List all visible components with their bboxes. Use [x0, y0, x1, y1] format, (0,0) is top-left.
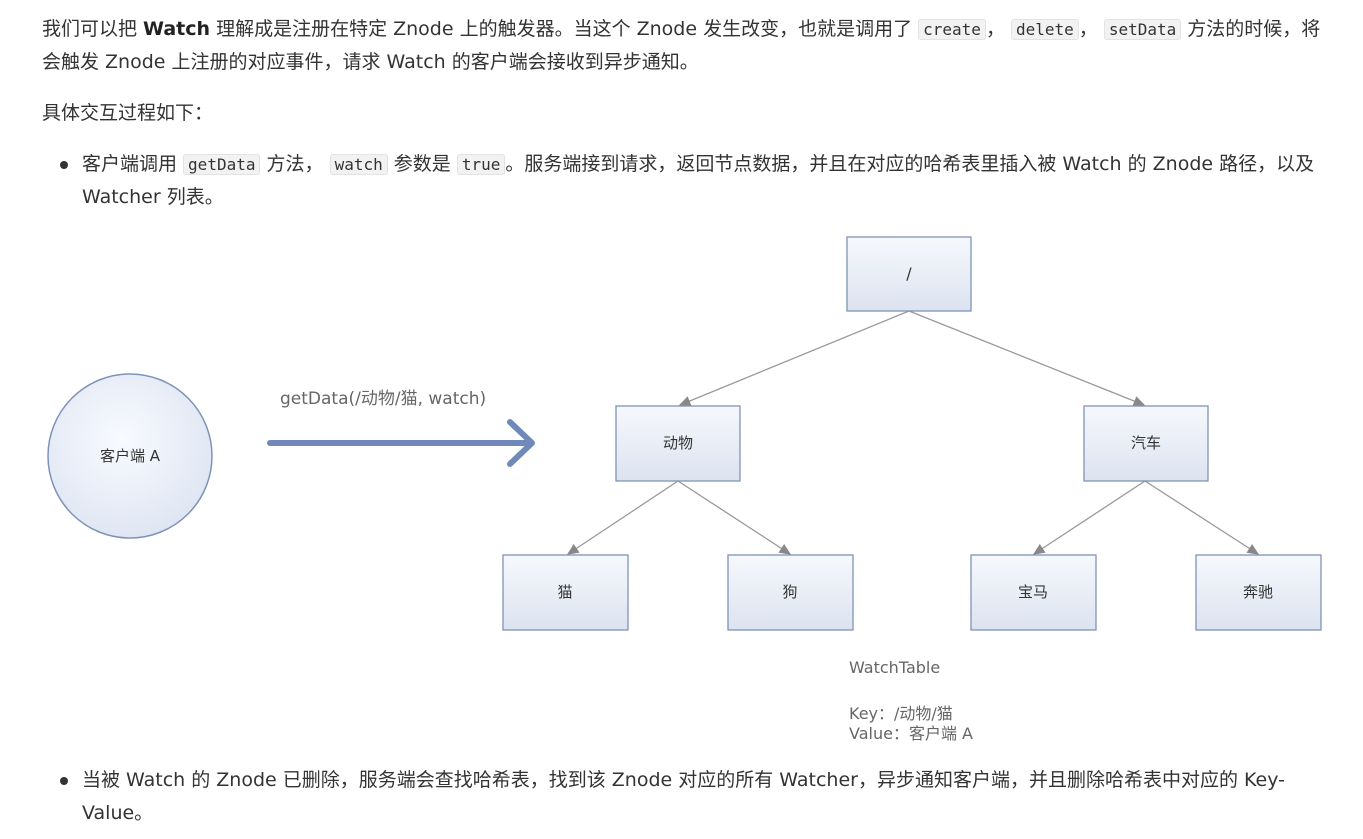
node-dog-label: 狗 — [782, 583, 797, 601]
node-benz-label: 奔驰 — [1243, 583, 1273, 601]
code-setdata: setData — [1103, 19, 1182, 40]
arrow-label: getData(/动物/猫, watch) — [280, 389, 486, 409]
separator: ， — [1078, 18, 1104, 40]
code-create: create — [918, 19, 986, 40]
client-label: 客户端 A — [100, 447, 161, 465]
watch-table-key: Key：/动物/猫 — [849, 704, 953, 723]
bullet-dot — [60, 777, 68, 785]
code-true: true — [456, 154, 506, 175]
bullet2-text: 当被 Watch 的 Znode 已删除，服务端会查找哈希表，找到该 Znode… — [82, 769, 1285, 824]
node-animal: 动物 — [615, 405, 741, 482]
node-dog: 狗 — [727, 554, 854, 631]
node-bmw-label: 宝马 — [1018, 583, 1048, 601]
bullet-list-1: 客户端调用 getData 方法， watch 参数是 true。服务端接到请求… — [42, 148, 1332, 214]
list-item: 当被 Watch 的 Znode 已删除，服务端会查找哈希表，找到该 Znode… — [42, 764, 1332, 830]
process-heading: 具体交互过程如下： — [42, 102, 214, 124]
node-root-label: / — [906, 264, 912, 283]
node-root: / — [846, 236, 972, 312]
intro-paragraph: 我们可以把 Watch 理解成是注册在特定 Znode 上的触发器。当这个 Zn… — [42, 13, 1332, 79]
request-arrow: getData(/动物/猫, watch) — [267, 389, 535, 467]
node-car: 汽车 — [1083, 405, 1209, 482]
node-animal-label: 动物 — [663, 434, 693, 452]
intro-text-3: 方法的时候，将会触发 Znode 上注册的对应事件，请求 Watch 的客户端会… — [42, 18, 1321, 73]
code-watch: watch — [329, 154, 388, 175]
intro-text-1: 我们可以把 — [42, 18, 144, 40]
watch-table-value: Value：客户端 A — [849, 724, 973, 743]
list-item: 客户端调用 getData 方法， watch 参数是 true。服务端接到请求… — [42, 148, 1332, 214]
separator: ， — [985, 18, 1011, 40]
node-cat: 猫 — [502, 554, 629, 631]
code-delete: delete — [1010, 19, 1079, 40]
bullet1-text-2: 方法， — [260, 153, 330, 175]
node-car-label: 汽车 — [1131, 434, 1161, 452]
tree-edges — [566, 310, 1260, 555]
bullet1-text-3: 参数是 — [387, 153, 457, 175]
intro-text-2: 理解成是注册在特定 Znode 上的触发器。当这个 Znode 发生改变，也就是… — [210, 18, 919, 40]
watch-table: WatchTable Key：/动物/猫 Value：客户端 A — [849, 658, 973, 743]
watch-table-title: WatchTable — [849, 658, 940, 677]
client-node: 客户端 A — [47, 373, 213, 539]
bullet-list-2: 当被 Watch 的 Znode 已删除，服务端会查找哈希表，找到该 Znode… — [42, 764, 1332, 830]
bullet1-text-1: 客户端调用 — [82, 153, 184, 175]
znode-watch-diagram: 客户端 A getData(/动物/猫, watch) / 动物 汽车 猫 狗 … — [47, 236, 1322, 743]
node-bmw: 宝马 — [970, 554, 1097, 631]
code-getdata: getData — [183, 154, 261, 175]
bullet1-text-4: 。服务端接到请求，返回节点数据，并且在对应的哈希表里插入被 Watch 的 Zn… — [82, 153, 1315, 208]
node-benz: 奔驰 — [1195, 554, 1322, 631]
bullet-dot — [60, 161, 68, 169]
watch-keyword: Watch — [143, 18, 211, 40]
node-cat-label: 猫 — [557, 583, 572, 601]
